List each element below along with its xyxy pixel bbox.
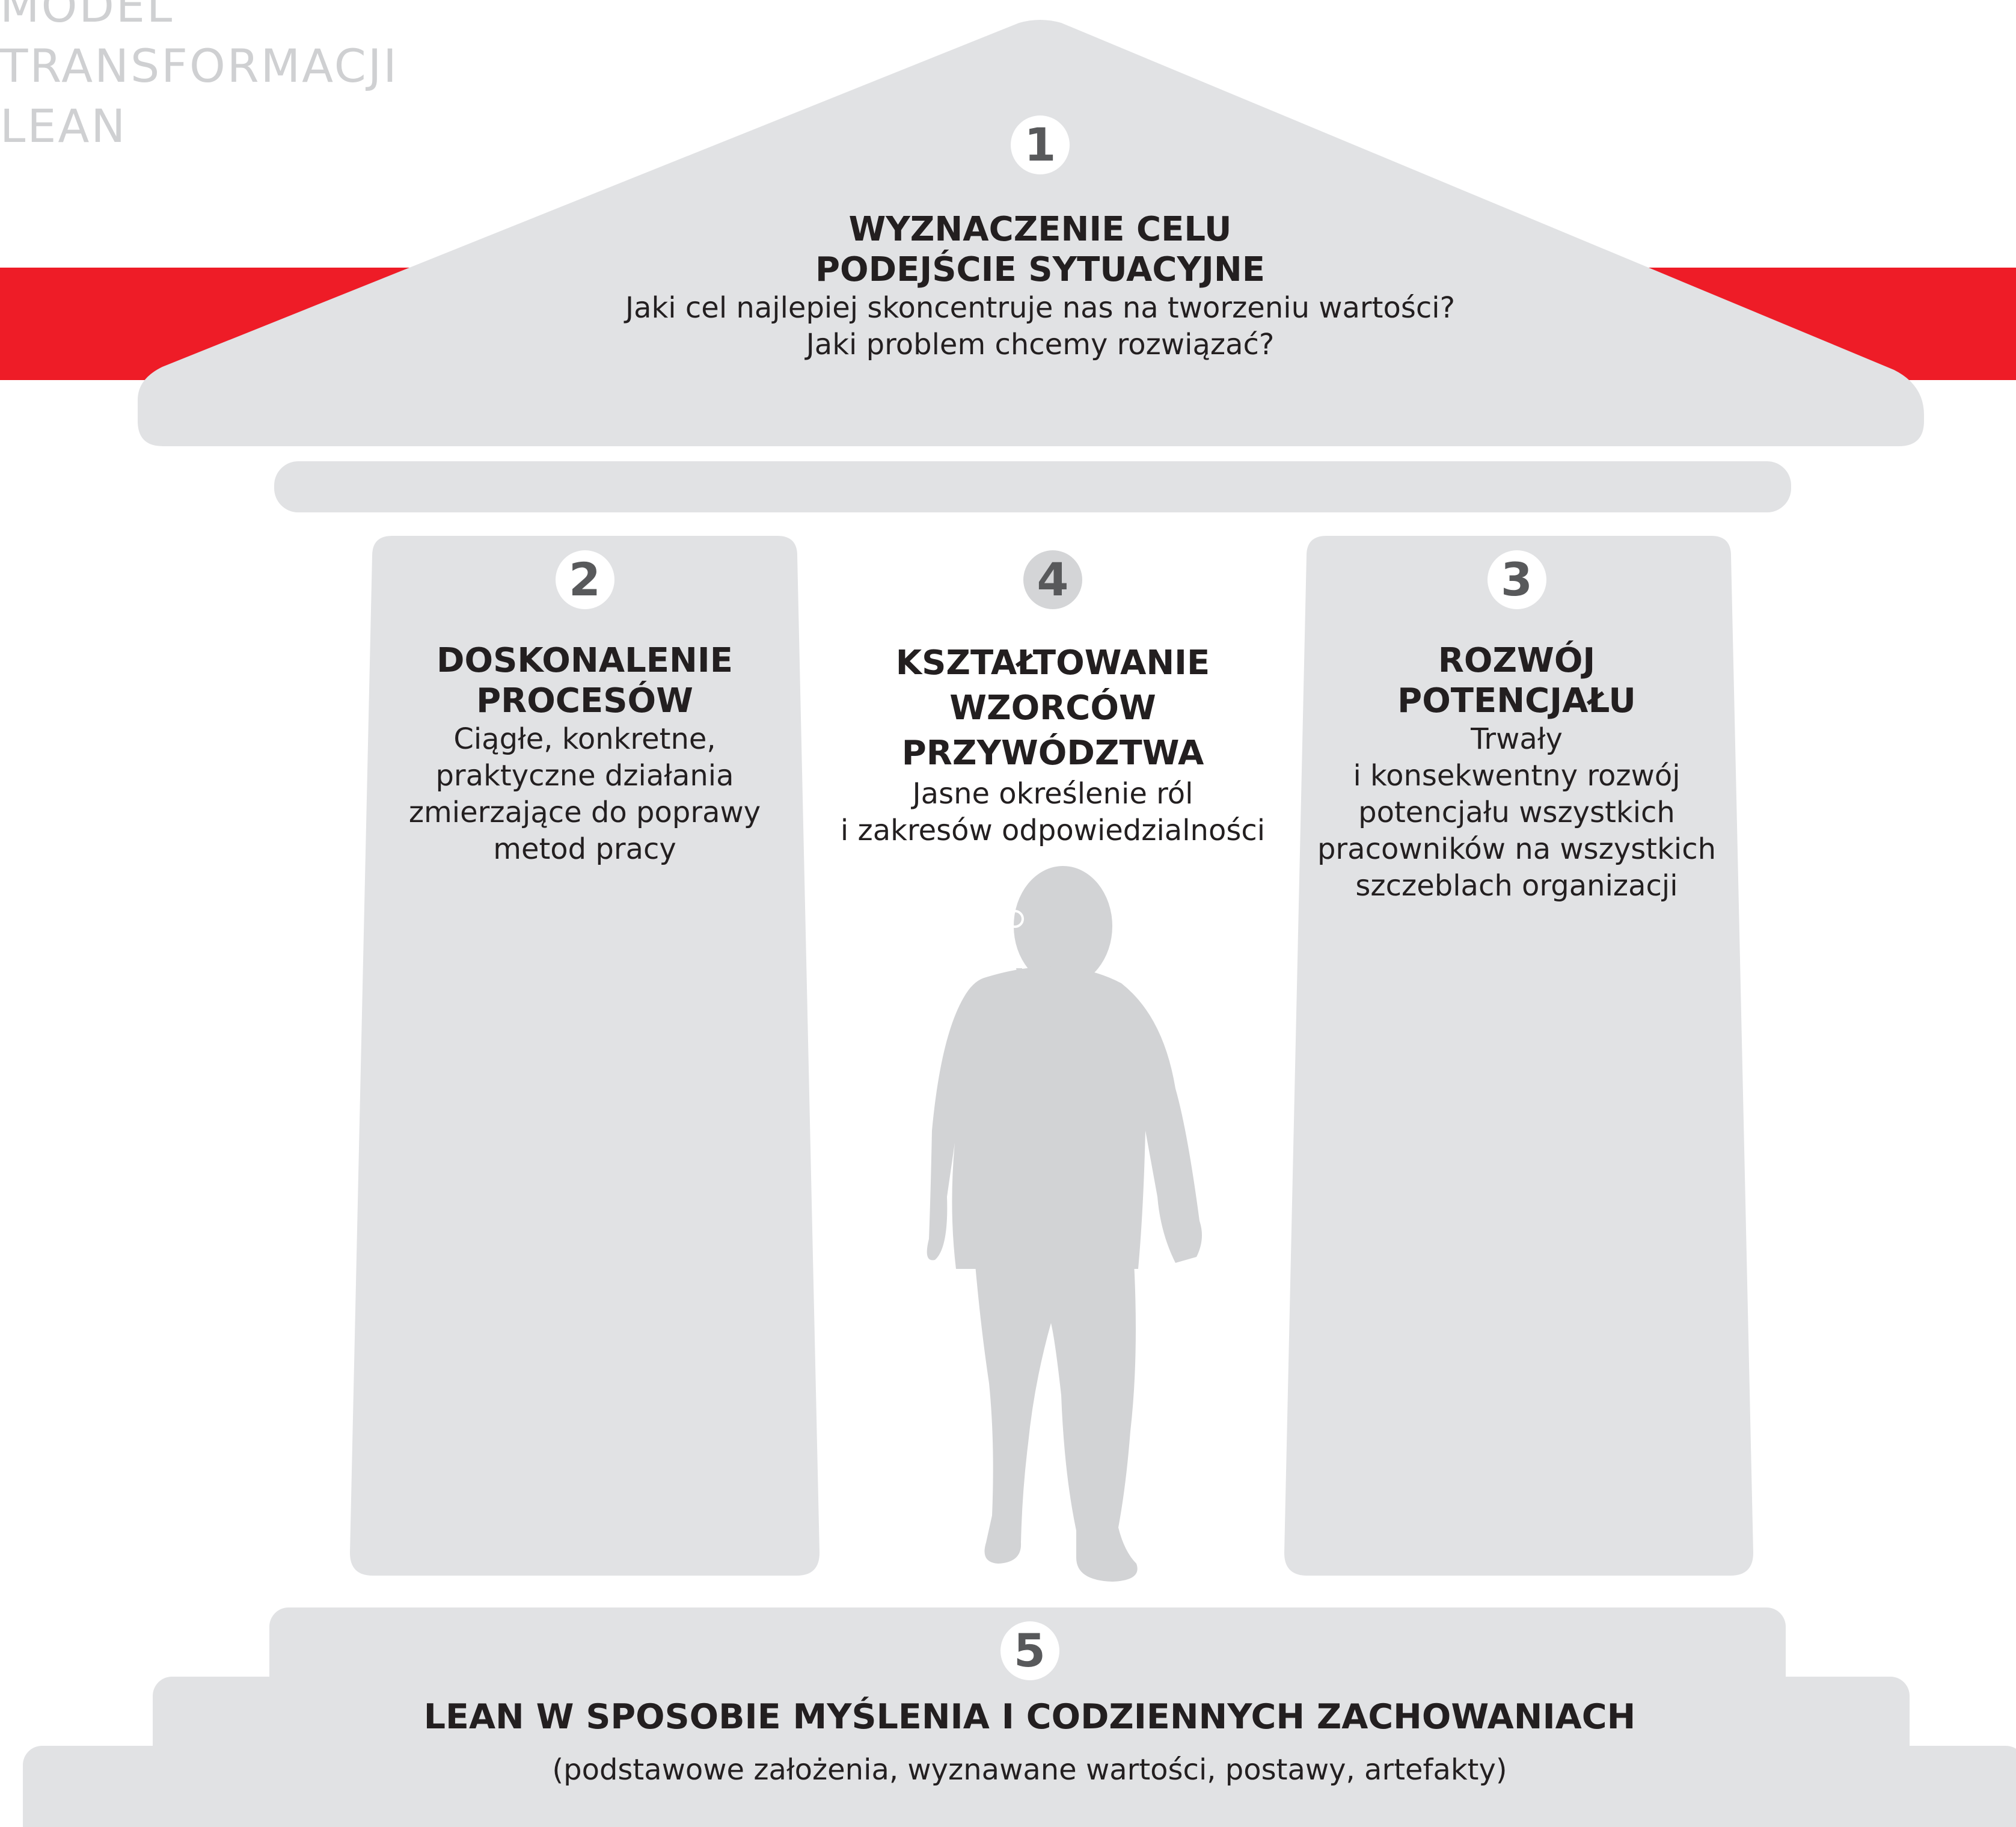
left-pillar-shape xyxy=(350,536,820,1576)
center-description: i zakresów odpowiedzialności xyxy=(840,814,1266,847)
center-description: Jasne określenie ról xyxy=(912,777,1193,811)
badge-4: 4 xyxy=(1023,550,1082,609)
pillar-heading: PROCESÓW xyxy=(476,681,693,720)
center-heading: PRZYWÓDZTWA xyxy=(901,734,1204,773)
foundation-step-bottom xyxy=(23,1746,2016,1827)
center-text: 4 KSZTAŁTOWANIE WZORCÓW PRZYWÓDZTWA Jasn… xyxy=(833,550,1272,849)
roof-heading: WYZNACZENIE CELU xyxy=(848,210,1232,249)
center-heading: KSZTAŁTOWANIE xyxy=(895,643,1210,683)
pillar-description: szczeblach organizacji xyxy=(1355,869,1678,903)
foundation-text: 5 LEAN W SPOSOBIE MYŚLENIA I CODZIENNYCH… xyxy=(361,1621,1699,1789)
corner-title-line: LEAN xyxy=(0,99,127,153)
roof-beam xyxy=(274,461,1791,512)
pillar-description: metod pracy xyxy=(493,832,676,866)
pillar-heading: POTENCJAŁU xyxy=(1397,681,1636,720)
right-pillar-shape xyxy=(1284,536,1753,1576)
badge-1: 1 xyxy=(1011,115,1070,174)
pillar-description: Ciągłe, konkretne, xyxy=(453,722,716,756)
walking-person-silhouette-icon xyxy=(927,866,1202,1582)
pillar-description: Trwały xyxy=(1471,722,1563,756)
right-pillar-text: 3 ROZWÓJ POTENCJAŁU Trwały i konsekwentn… xyxy=(1299,550,1735,904)
badge-5: 5 xyxy=(1000,1621,1059,1680)
pillar-description: praktyczne działania xyxy=(435,759,734,793)
pillar-heading: DOSKONALENIE xyxy=(436,641,733,680)
corner-title-line: MODEL xyxy=(0,0,174,32)
foundation-heading: LEAN W SPOSOBIE MYŚLENIA I CODZIENNYCH Z… xyxy=(423,1697,1636,1737)
corner-title: MODEL TRANSFORMACJI LEAN xyxy=(0,0,399,156)
center-heading: WZORCÓW xyxy=(949,689,1156,728)
roof-shape xyxy=(138,20,1924,446)
badge-3: 3 xyxy=(1487,550,1546,609)
roof-heading: PODEJŚCIE SYTUACYJNE xyxy=(815,250,1265,289)
badge-2: 2 xyxy=(555,550,614,609)
corner-title-line: TRANSFORMACJI xyxy=(0,39,399,93)
roof-question: Jaki problem chcemy rozwiązać? xyxy=(806,328,1275,361)
pillar-heading: ROZWÓJ xyxy=(1438,641,1596,680)
roof-question: Jaki cel najlepiej skoncentruje nas na t… xyxy=(625,291,1456,325)
pillar-description: potencjału wszystkich xyxy=(1358,796,1675,829)
pillar-description: zmierzające do poprawy xyxy=(408,796,761,829)
roof-text-block: 1 WYZNACZENIE CELU PODEJŚCIE SYTUACYJNE … xyxy=(541,115,1539,363)
foundation-description: (podstawowe założenia, wyznawane wartośc… xyxy=(552,1753,1507,1787)
pillar-description: i konsekwentny rozwój xyxy=(1353,759,1681,793)
pillar-description: pracowników na wszystkich xyxy=(1317,832,1717,866)
left-pillar-text: 2 DOSKONALENIE PROCESÓW Ciągłe, konkretn… xyxy=(385,550,785,868)
